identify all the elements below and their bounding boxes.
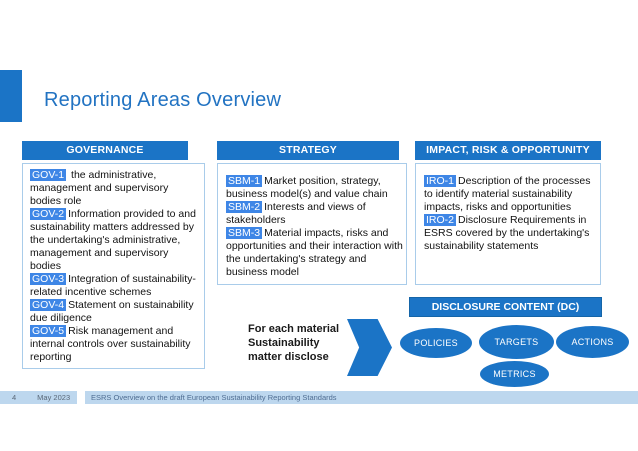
metrics-oval: METRICS [480, 361, 549, 387]
policies-oval: POLICIES [400, 328, 472, 358]
actions-oval: ACTIONS [556, 326, 629, 358]
sbm-1-badge: SBM-1 [226, 175, 263, 187]
gov-2-badge: GOV-2 [30, 208, 67, 220]
footer-meta-bar: 4 May 2023 [0, 391, 77, 404]
list-item: GOV-1 the administrative, management and… [30, 169, 201, 208]
item-text: Description of the processes to identify… [424, 175, 591, 213]
item-text: Risk management and internal controls ov… [30, 325, 191, 363]
gov-4-badge: GOV-4 [30, 299, 67, 311]
sbm-2-badge: SBM-2 [226, 201, 263, 213]
targets-oval: TARGETS [479, 325, 554, 359]
strategy-header: STRATEGY [217, 141, 399, 160]
item-text: Integration of sustainability-related in… [30, 273, 196, 298]
iro-2-badge: IRO-2 [424, 214, 457, 226]
iro-1-badge: IRO-1 [424, 175, 457, 187]
item-text: Statement on sustainability due diligenc… [30, 299, 194, 324]
gov-3-badge: GOV-3 [30, 273, 67, 285]
item-text: the administrative, management and super… [30, 169, 169, 207]
governance-header: GOVERNANCE [22, 141, 188, 160]
slide-date: May 2023 [37, 393, 71, 402]
page-number: 4 [12, 393, 17, 402]
item-text: Material impacts, risks and opportunitie… [226, 227, 403, 278]
footer-text: ESRS Overview on the draft European Sust… [91, 393, 337, 402]
sbm-3-badge: SBM-3 [226, 227, 263, 239]
item-text: Information provided to and sustainabili… [30, 208, 196, 272]
accent-bar [0, 70, 22, 122]
disclosure-content-header: DISCLOSURE CONTENT (DC) [409, 297, 602, 317]
item-text: Interests and views of stakeholders [226, 201, 366, 226]
page-title: Reporting Areas Overview [44, 89, 282, 111]
footer-title-bar: ESRS Overview on the draft European Sust… [85, 391, 638, 404]
impact-risk-opportunity-header: IMPACT, RISK & OPPORTUNITY [415, 141, 601, 160]
governance-box: GOV-1 the administrative, management and… [22, 163, 205, 369]
gov-1-badge: GOV-1 [30, 169, 67, 181]
item-text: Market position, strategy, business mode… [226, 175, 388, 200]
item-text: Disclosure Requirements in ESRS covered … [424, 214, 590, 252]
gov-5-badge: GOV-5 [30, 325, 67, 337]
callout-text: For each material Sustainability matter … [248, 323, 340, 363]
